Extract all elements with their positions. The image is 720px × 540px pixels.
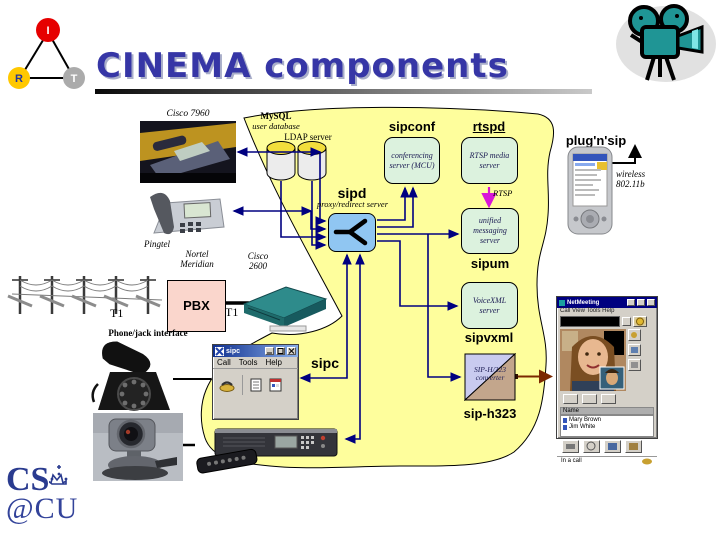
cisco7960-photo xyxy=(140,121,236,183)
sipd-proxy-box xyxy=(328,213,376,252)
settop-box-photo xyxy=(196,428,338,474)
wireless-arrow xyxy=(612,144,642,164)
page-title: CINEMA components xyxy=(96,46,509,86)
participant-name: Jim White xyxy=(569,423,596,430)
node-i-circle xyxy=(36,18,60,42)
netmeeting-menubar: Call View Tools Help xyxy=(560,308,615,314)
rit-triangle-logo: I R T xyxy=(8,18,85,89)
participant-icon xyxy=(563,417,567,423)
notes-icon xyxy=(250,378,262,392)
pingtel-label: Pingtel xyxy=(144,239,170,249)
ldap-server-label: LDAP server xyxy=(284,132,332,142)
sipvxml-label: sipvxml xyxy=(464,330,514,345)
sipc-label: sipc xyxy=(310,355,339,371)
movie-camera-icon xyxy=(616,4,716,82)
pbx-box: PBX xyxy=(167,280,226,332)
video-feed xyxy=(560,328,626,391)
sipc-window-title: sipc xyxy=(226,347,241,355)
minimize-icon xyxy=(265,347,274,355)
user-database-label: user database xyxy=(252,121,300,131)
sipvxml-box: VoiceXML server xyxy=(461,282,518,329)
node-t-circle xyxy=(63,67,85,89)
node-r-circle xyxy=(8,67,30,89)
sipc-window: sipc Call Tools Help xyxy=(212,344,299,420)
cu-text: @CU xyxy=(6,492,79,526)
ldap-database-cylinder xyxy=(297,141,327,181)
sipd-label: sipd xyxy=(337,185,367,201)
sipc-menu-tools: Tools xyxy=(238,358,258,367)
wireless-label-line1: wireless xyxy=(616,169,646,179)
participant-icon xyxy=(563,424,567,430)
mysql-database-cylinder xyxy=(266,141,296,181)
nortel-label-line1: Nortel xyxy=(185,249,209,259)
maximize-icon xyxy=(276,347,285,355)
cisco7960-label: Cisco 7960 xyxy=(166,109,210,119)
phone-call-icon xyxy=(219,380,235,392)
mysql-label: MySQL xyxy=(260,111,292,121)
cisco2600-label-line1: Cisco xyxy=(247,251,269,261)
sipd-desc: proxy/redirect server xyxy=(316,199,389,209)
close-icon xyxy=(287,347,296,355)
sipum-label: sipum xyxy=(470,256,510,271)
columbia-crown-icon xyxy=(49,465,68,485)
rtspd-box: RTSP media server xyxy=(461,137,518,184)
t1-pbx-label: T1 xyxy=(225,305,239,319)
sipc-menu-help: Help xyxy=(265,358,282,367)
netmeeting-icon xyxy=(559,299,565,306)
cs-text: CS xyxy=(6,461,50,498)
sip-links xyxy=(232,147,462,444)
wireless-label-line2: 802.11b xyxy=(616,178,645,189)
close-icon xyxy=(647,299,655,306)
netmeeting-title: NetMeeting xyxy=(567,299,600,306)
node-t-label: T xyxy=(71,73,78,85)
rtspd-label: rtspd xyxy=(472,119,506,134)
sipum-box: unified messaging server xyxy=(461,208,519,254)
siph323-label: sip-h323 xyxy=(463,406,517,421)
calendar-icon xyxy=(269,378,282,392)
cs-at-cu-logo: CS @CU xyxy=(6,461,79,526)
status-icon xyxy=(642,458,652,465)
plugnsip-label: plug'n'sip xyxy=(565,133,627,148)
x11-logo-icon xyxy=(215,346,224,356)
node-i-label: I xyxy=(46,25,49,37)
netmeeting-status: In a call xyxy=(561,458,582,465)
siph323-desc-line2: converter xyxy=(475,373,505,383)
sipconf-label: sipconf xyxy=(388,119,436,134)
pbx-label: PBX xyxy=(183,298,210,314)
node-r-label: R xyxy=(15,73,23,85)
participant-name: Mary Brown xyxy=(569,417,602,424)
sipc-menu-call: Call xyxy=(217,358,231,367)
t1-poles-label: T1 xyxy=(110,306,124,320)
proxy-branch-icon xyxy=(333,218,368,246)
telephone-poles-clipart xyxy=(7,276,163,314)
siph323-box: SIP-H/323 converter xyxy=(464,353,516,401)
title-underline xyxy=(95,89,592,94)
minimize-icon xyxy=(627,299,635,306)
phonejack-label: Phone/jack interface xyxy=(108,328,188,338)
cisco2600-label-line2: 2600 xyxy=(249,260,267,271)
nortel-label-line2: Meridian xyxy=(180,258,214,269)
rotary-phone-photo xyxy=(91,341,170,411)
sipconf-box: conferencing server (MCU) xyxy=(384,137,440,184)
cisco2600-router-photo xyxy=(242,286,328,332)
video-camera-photo xyxy=(93,413,183,481)
pingtel-photo xyxy=(150,192,225,235)
rtsp-arrow-label: RTSP xyxy=(493,188,513,198)
maximize-icon xyxy=(637,299,645,306)
plugnsip-pda-photo xyxy=(567,146,613,235)
participants-header: Name xyxy=(560,406,654,416)
siph323-desc-line1: SIP-H/323 xyxy=(473,365,507,374)
netmeeting-window: NetMeeting Call View Tools Help xyxy=(556,296,658,465)
